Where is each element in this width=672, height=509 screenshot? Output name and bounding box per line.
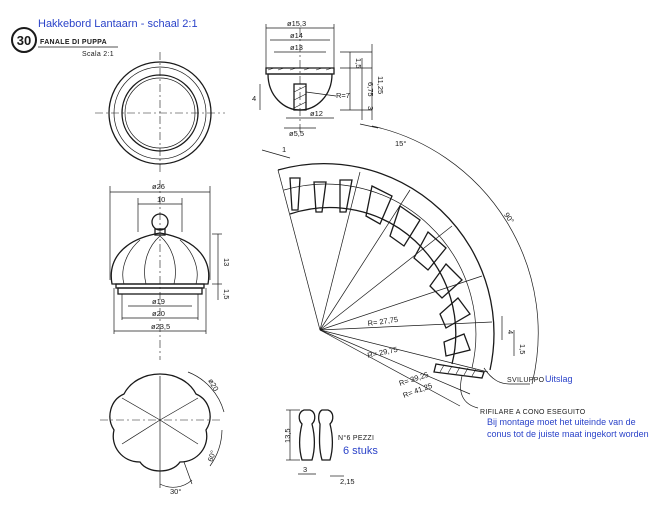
note-rifilare: RIFILARE A CONO ESEGUITO [480, 409, 586, 416]
dim-angle90: 90° [502, 211, 516, 225]
label-uitslag: Uitslag [545, 374, 573, 384]
label-sviluppo: SVILUPPO [507, 377, 545, 384]
qty-dutch: 6 stuks [343, 445, 378, 457]
badge-number: 30 [17, 33, 31, 48]
figure-part: 13,5 3 2,15 N°6 PEZZI 6 stuks [283, 409, 378, 486]
dim-h3: 3 [366, 106, 375, 110]
top-view [95, 52, 225, 175]
dim-d26: ø26 [152, 182, 165, 191]
note-dutch-line2: conus tot de juiste maat ingekort worden [487, 429, 649, 439]
dim-d55: ø5,5 [289, 129, 304, 138]
title-block: 30 FANALE DI PUPPA Scala 2:1 Hakkebord L… [11, 18, 198, 58]
dim-a30: 30° [170, 487, 181, 496]
note-dutch-line1: Bij montage moet het uiteinde van de [487, 417, 636, 427]
dim-r2975: R= 29,75 [367, 345, 399, 360]
dim-h675: 6,75 [366, 82, 375, 97]
scale-italian: Scala 2:1 [82, 51, 114, 58]
dim-w1: 1 [282, 145, 286, 154]
dim-w3: 3 [303, 465, 307, 474]
dim-h15: 1,5 [222, 289, 231, 299]
title-italian: FANALE DI PUPPA [40, 39, 107, 46]
dim-h1125: 11,25 [376, 76, 385, 94]
dim-w215: 2,15 [340, 477, 355, 486]
window-slots [289, 177, 471, 357]
dim-h135: 13,5 [283, 428, 292, 443]
dim-d20: ø20 [152, 309, 165, 318]
bottom-view: ø20 60° 30° [100, 371, 225, 496]
qty-italian: N°6 PEZZI [338, 434, 374, 442]
dim-bottom-d20: ø20 [206, 377, 220, 393]
front-view: ø26 10 13 1,5 ø19 ø20 ø23,5 [109, 180, 231, 360]
overlay-title: Hakkebord Lantaarn - schaal 2:1 [38, 18, 198, 30]
dim-w15: 1,5 [518, 344, 527, 354]
dim-d14: ø14 [290, 31, 303, 40]
dim-d13: ø13 [290, 43, 303, 52]
dim-w10: 10 [157, 195, 165, 204]
dim-r2775: R= 27,75 [367, 315, 399, 328]
dim-a60: 60° [206, 449, 218, 463]
section-detail: ø15,3 ø14 ø13 1,5 6,75 11,25 3 4 [252, 19, 385, 138]
dim-left4: 4 [252, 94, 256, 103]
dim-angle15: 15° [395, 139, 406, 148]
dim-w4: 4 [506, 330, 515, 334]
dim-d12: ø12 [310, 109, 323, 118]
dim-d153: ø15,3 [287, 19, 306, 28]
dim-radius-r7: R=7 [336, 91, 350, 100]
dim-h15-top: 1,5 [354, 58, 363, 68]
dim-d19: ø19 [152, 297, 165, 306]
badge-circle [11, 27, 37, 53]
dim-d235: ø23,5 [151, 322, 170, 331]
development-view: 15° 90° R= 27,75 R= 29,75 R= 39,25 R= 41… [261, 123, 649, 439]
dim-h13: 13 [222, 258, 231, 266]
